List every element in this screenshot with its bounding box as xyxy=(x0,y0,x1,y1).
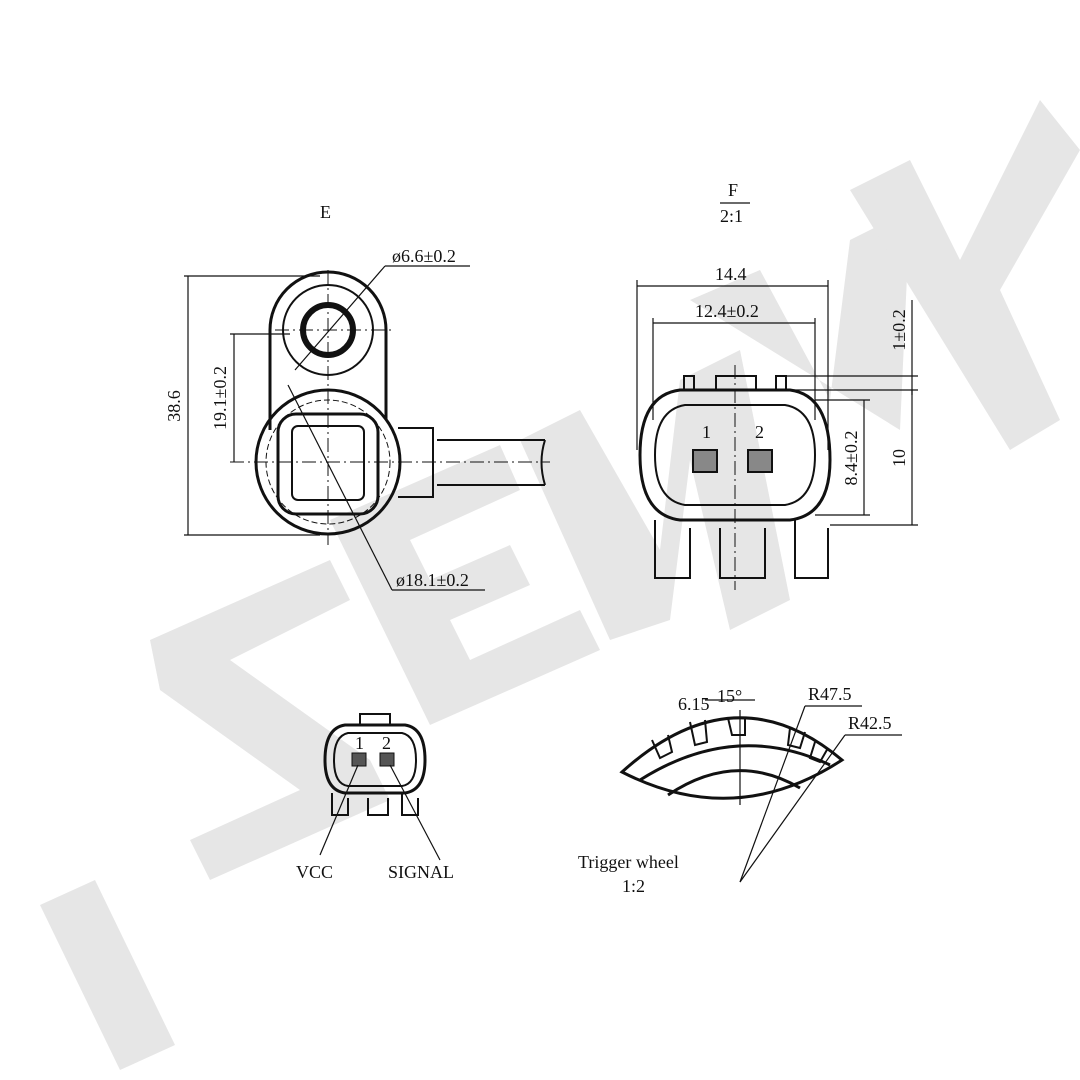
cable xyxy=(437,439,546,486)
label-signal: SIGNAL xyxy=(388,862,454,882)
dim-hole-diameter: ø6.6±0.2 xyxy=(392,246,456,266)
pinout-pin-1 xyxy=(351,752,367,767)
watermark-logo xyxy=(40,100,1080,1070)
dim-inner-height: 8.4±0.2 xyxy=(841,431,861,486)
dim-tab: 1±0.2 xyxy=(889,309,909,350)
trigger-wheel-title: Trigger wheel xyxy=(578,852,679,872)
dim-body-diameter: ø18.1±0.2 xyxy=(396,570,469,590)
wheel-segment xyxy=(619,716,845,800)
dim-tooth-width: 6.15 xyxy=(678,694,710,714)
pinout-pin-1-label: 1 xyxy=(355,733,364,753)
connector-latches xyxy=(654,520,829,579)
dim-radius-outer: R47.5 xyxy=(808,684,852,704)
connector-shroud xyxy=(638,388,832,522)
pin-2-label: 2 xyxy=(755,422,764,442)
dim-radius-inner: R42.5 xyxy=(848,713,892,733)
pin-1-label: 1 xyxy=(702,422,711,442)
pinout-pin-2-label: 2 xyxy=(382,733,391,753)
view-f-label: F xyxy=(728,180,738,200)
pin-1 xyxy=(692,449,718,473)
view-f-scale: 2:1 xyxy=(720,206,743,226)
pinout-pin-2 xyxy=(379,752,395,767)
label-vcc: VCC xyxy=(296,862,333,882)
dim-inner-width: 12.4±0.2 xyxy=(695,301,759,321)
view-e: E 38.6 19.1±0.2 ø6.6±0.2 ø18.1±0.2 xyxy=(164,202,550,591)
view-e-label: E xyxy=(320,202,331,222)
view-f: F 2:1 1 2 14.4 12.4±0.2 1±0.2 10 8.4±0.2 xyxy=(636,180,918,590)
dim-outer-width: 14.4 xyxy=(715,264,747,284)
dim-tooth-angle: 15° xyxy=(717,686,742,706)
dim-height-f: 10 xyxy=(889,449,909,467)
pin-2 xyxy=(747,449,773,473)
trigger-wheel-view: 6.15 15° R47.5 R42.5 Trigger wheel 1:2 xyxy=(578,684,902,896)
dim-center-distance: 19.1±0.2 xyxy=(210,366,230,430)
pinout-view: 1 2 VCC SIGNAL xyxy=(296,713,454,882)
dim-height-e: 38.6 xyxy=(164,390,184,422)
trigger-wheel-scale: 1:2 xyxy=(622,876,645,896)
